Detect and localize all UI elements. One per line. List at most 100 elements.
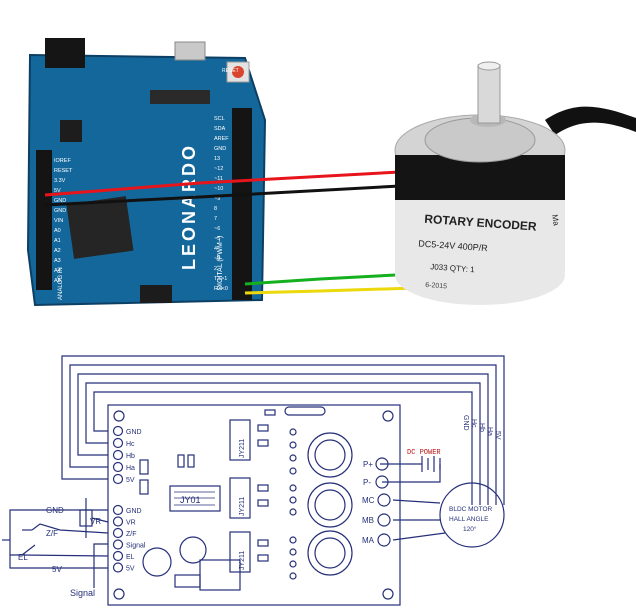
wire: [44, 170, 401, 197]
harness-wire-label: GND: [462, 415, 469, 431]
digital-pin-label: 13: [214, 156, 220, 162]
motor-label-line3: 120°: [463, 525, 477, 533]
motor-pin-mb: MB: [362, 516, 374, 525]
control-pin-pad: [112, 539, 124, 550]
hall-pin-label: Hc: [126, 441, 135, 448]
encoder-label-line4: 6-2015: [425, 282, 447, 291]
ext-5v-label: 5V: [52, 565, 62, 574]
digital-pin-label: ~12: [214, 166, 223, 172]
ext-vr-label: VR: [90, 517, 101, 526]
control-pin-label: 5V: [126, 566, 135, 573]
control-pin-pad: [112, 562, 124, 573]
encoder-cable: [545, 106, 636, 135]
external-control-wiring: [2, 498, 109, 588]
digital-pin-label: RX<0: [214, 286, 228, 292]
digital-pin-label: ~9: [214, 196, 220, 202]
analog-pin-label: A2: [54, 248, 61, 254]
digital-pin-label: 7: [214, 216, 217, 222]
control-connector: [112, 504, 124, 573]
rotary-encoder: ROTARY ENCODER DC5-24V 400P/R J033 QTY: …: [394, 61, 636, 305]
driver-chip-1-label: JY211: [239, 439, 246, 458]
motor-pin-mc: MC: [362, 496, 375, 505]
power-pin-p-plus: P+: [363, 460, 373, 469]
digital-pin-label: SDA: [214, 126, 226, 132]
digital-pin-label: 8: [214, 206, 217, 212]
hall-harness: [61, 355, 505, 505]
motor-terminals: [377, 493, 391, 547]
analog-pin-label: RESET: [54, 168, 73, 174]
regulator: [199, 559, 241, 591]
digital-pin-label: ~10: [214, 186, 223, 192]
bldc-driver-schematic: [2, 355, 505, 606]
board-brand: LEONARDO: [179, 143, 199, 270]
hall-pin-pad: [112, 473, 124, 485]
analog-pin-label: VIN: [54, 218, 63, 224]
motor-label-line1: BLDC MOTOR: [449, 506, 493, 513]
control-pin-pad: [112, 516, 124, 527]
encoder-label-line3: J033 QTY: 1: [430, 262, 476, 274]
hall-connector: [112, 425, 124, 485]
digital-pin-labels: SCLSDAAREFGND13~12~11~10~987~6~54~32TX>1…: [214, 116, 229, 292]
via-holes: [289, 428, 297, 580]
harness-wire-label: Hb: [478, 423, 485, 432]
analog-pin-label: A1: [54, 238, 61, 244]
control-pin-label: VR: [126, 520, 136, 527]
capacitor-1: [307, 432, 353, 478]
digital-pin-label: ~5: [214, 236, 220, 242]
motor-pad: [377, 533, 391, 547]
battery-symbol: [421, 456, 441, 472]
digital-pin-label: GND: [214, 146, 226, 152]
arduino-leonardo-board: LEONARDO DIGITAL (PWM~) ANALOG IN RESET …: [26, 38, 267, 307]
motor-pad: [377, 493, 391, 507]
hall-pin-label: Hb: [126, 453, 135, 460]
digital-pin-label: 4: [214, 246, 217, 252]
jy01-label: JY01: [180, 495, 201, 505]
control-pin-label: GND: [126, 508, 142, 515]
driver-board-outline: [107, 404, 401, 606]
wire: [244, 286, 416, 295]
harness-wire-label: Ha: [486, 427, 493, 436]
driver-chip-2-label: JY211: [239, 497, 246, 516]
wire: [44, 184, 401, 207]
encoder-shaft: [477, 64, 501, 124]
harness-wire-label: 5V: [494, 431, 501, 440]
ext-gnd-label: GND: [46, 506, 64, 515]
digital-header: [232, 108, 252, 300]
analog-pin-label: A3: [54, 258, 61, 264]
motor-pad: [377, 513, 391, 527]
analog-pin-label: GND: [54, 198, 66, 204]
board-reset-label: RESET: [222, 68, 239, 74]
driver-chip-3-label: JY211: [239, 551, 246, 570]
encoder-label-line2: DC5-24V 400P/R: [418, 238, 489, 253]
analog-pin-label: GND: [54, 208, 66, 214]
motor-pin-ma: MA: [362, 536, 375, 545]
analog-pin-label: A0: [54, 228, 61, 234]
hall-pin-pad: [112, 449, 124, 461]
power-terminals: [375, 457, 389, 489]
dc-jack: [45, 38, 85, 68]
ext-zf-label: Z/F: [46, 529, 58, 538]
control-pin-label: Signal: [126, 543, 146, 550]
driver-chip-1: [229, 419, 251, 461]
hall-pin-pad: [112, 437, 124, 449]
analog-header: [36, 150, 52, 290]
control-pin-pad: [112, 527, 124, 539]
board-digital-label: DIGITAL (PWM~): [217, 236, 224, 290]
microcontroller-chip: [66, 196, 134, 259]
digital-pin-label: ~11: [214, 176, 223, 182]
encoder-side-label: Ma: [550, 214, 561, 227]
bldc-motor: [439, 482, 505, 548]
reset-button: [232, 66, 244, 78]
capacitor-3: [307, 530, 353, 576]
board-analog-label: ANALOG IN: [58, 267, 64, 300]
hall-pin-pad: [112, 461, 124, 473]
dc-power-label: DC POWER: [407, 449, 441, 457]
control-pin-label: EL: [126, 554, 135, 561]
analog-pin-label: A5: [54, 278, 61, 284]
driver-chip-2: [229, 477, 251, 519]
control-pin-label: Z/F: [126, 531, 137, 538]
